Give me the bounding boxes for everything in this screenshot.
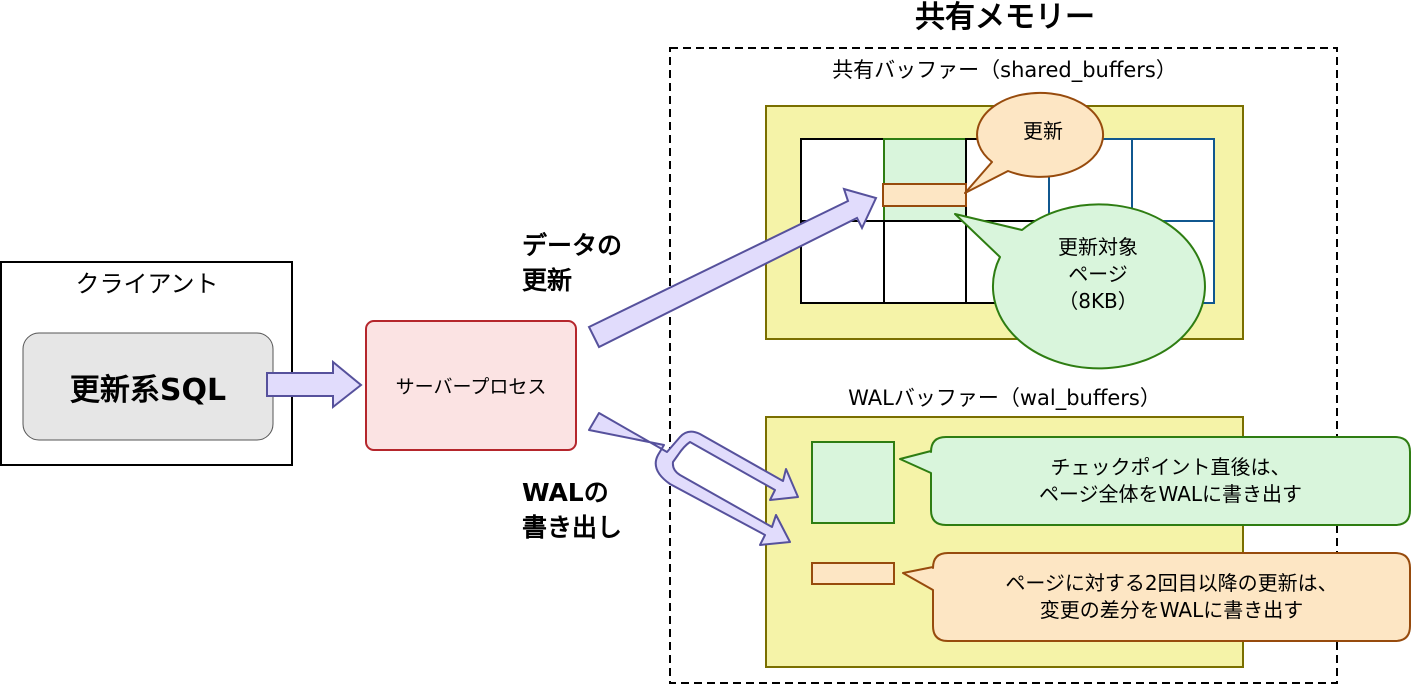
target-page-bubble-text: 更新対象 ページ （8KB）: [993, 234, 1203, 315]
data-update-line: 更新: [522, 266, 573, 295]
client-title: クライアント: [75, 270, 219, 298]
diff-callout-text: ページに対する2回目以降の更新は、 変更の差分をWALに書き出す: [933, 553, 1410, 641]
diff-callout: [902, 552, 1411, 642]
bubble-line: 更新対象: [1058, 235, 1138, 259]
wal-buffers-label: WALバッファー（wal_buffers）: [848, 386, 1161, 410]
update-sql-label: 更新系SQL: [69, 372, 227, 408]
shared-buffers-label: 共有バッファー（shared_buffers）: [832, 58, 1177, 82]
page-cell: [1131, 138, 1215, 222]
updated-tuple: [882, 183, 967, 207]
server-process-label: サーバープロセス: [395, 376, 547, 398]
bubble-line: ページ: [1068, 262, 1128, 286]
data-update-label: データの 更新: [522, 228, 622, 298]
page-cell: [883, 220, 967, 304]
server-process-box: [365, 320, 577, 451]
update-bubble-text: 更新: [1023, 119, 1063, 143]
callout-line: チェックポイント直後は、: [1050, 455, 1291, 479]
sql-to-server-arrow: [266, 359, 363, 410]
wal-write-line: WALの: [522, 478, 609, 507]
full-page-callout: [899, 436, 1411, 526]
shared-memory-title: 共有メモリー: [915, 0, 1095, 35]
callout-line: ページ全体をWALに書き出す: [1038, 482, 1303, 506]
wal-write-label: WALの 書き出し: [522, 475, 622, 545]
wal-write-forked-arrow: [588, 412, 799, 546]
page-cell-target: [883, 138, 967, 222]
full-page-callout-text: チェックポイント直後は、 ページ全体をWALに書き出す: [931, 437, 1410, 525]
wal-full-page-record: [811, 441, 895, 524]
callout-line: ページに対する2回目以降の更新は、: [1005, 571, 1338, 595]
update-bubble: [964, 91, 1105, 194]
data-update-arrow: [587, 187, 878, 349]
target-page-bubble: [954, 203, 1206, 370]
data-update-line: データの: [522, 231, 623, 260]
wal-diff-record: [811, 562, 895, 585]
callout-line: 変更の差分をWALに書き出す: [1039, 598, 1304, 622]
wal-write-line: 書き出し: [522, 513, 623, 542]
bubble-line: （8KB）: [1058, 289, 1138, 313]
